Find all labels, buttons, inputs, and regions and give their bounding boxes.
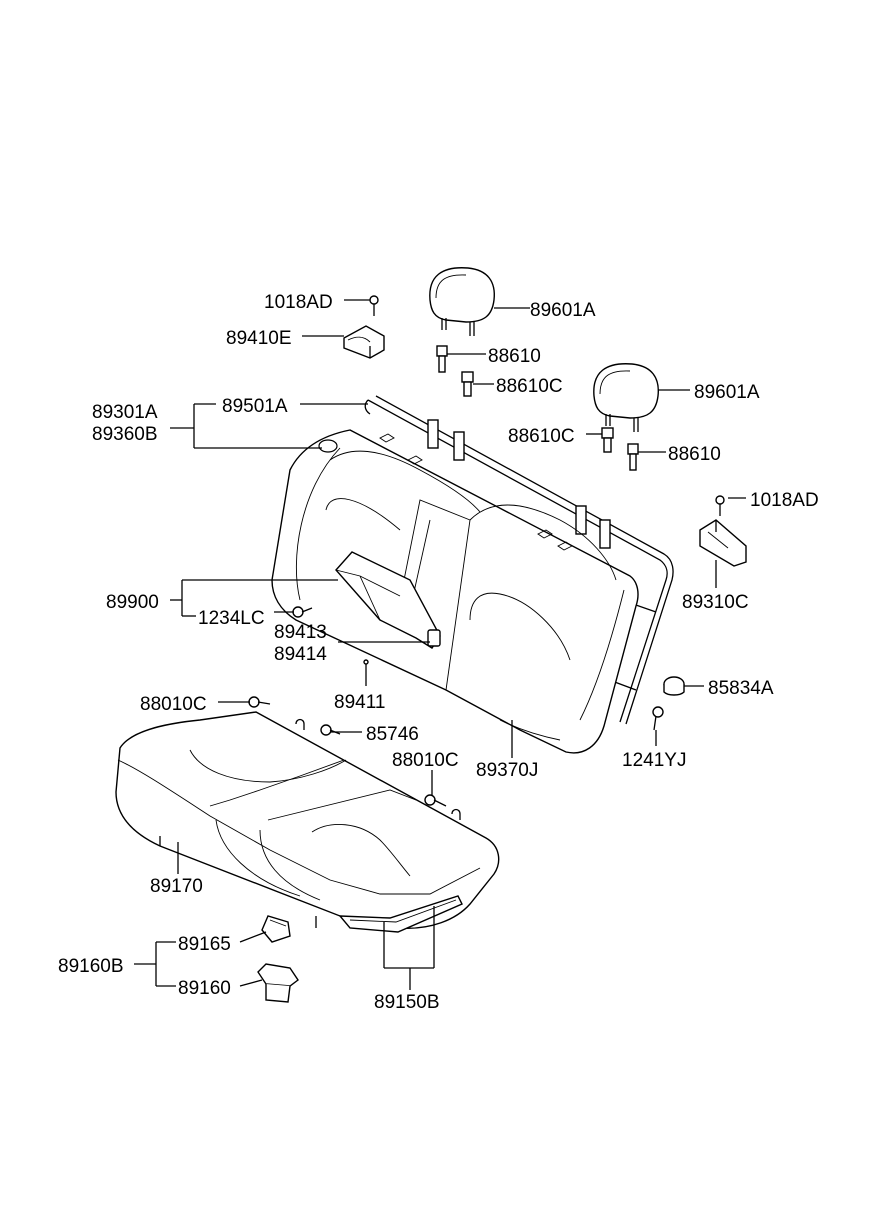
headrest-left <box>429 267 495 336</box>
part-labels: 1018AD 89410E 89601A 88610 88610C 89601A… <box>58 292 819 1013</box>
label-89160: 89160 <box>178 978 231 999</box>
bolt-1241YJ <box>652 706 664 731</box>
clip-89165 <box>261 915 291 943</box>
cap-85834A <box>663 676 685 696</box>
label-88610-mid: 88610 <box>668 444 721 465</box>
label-1018AD-top: 1018AD <box>264 292 333 313</box>
bracket-89310C <box>699 519 747 567</box>
label-89165: 89165 <box>178 934 231 955</box>
label-88610C-top: 88610C <box>496 376 563 397</box>
seat-cushion-89170 <box>115 711 500 929</box>
label-89170: 89170 <box>150 876 203 897</box>
label-1241YJ: 1241YJ <box>622 750 686 771</box>
label-85746: 85746 <box>366 724 419 745</box>
label-1018AD-right: 1018AD <box>750 490 819 511</box>
label-88010C-right: 88010C <box>392 750 459 771</box>
label-89301A: 89301A <box>92 402 158 423</box>
label-89501A: 89501A <box>222 396 288 417</box>
screw-1018AD-right <box>715 495 725 516</box>
armrest-89900 <box>335 551 441 649</box>
label-89150B: 89150B <box>374 992 440 1013</box>
bracket-89410E <box>343 325 385 359</box>
label-89310C: 89310C <box>682 592 749 613</box>
label-88010C-left: 88010C <box>140 694 207 715</box>
label-89414: 89414 <box>274 644 327 665</box>
headrest-right <box>593 363 659 432</box>
part-89411 <box>363 659 369 665</box>
guide-88610C-top <box>461 371 474 397</box>
label-89601A-right: 89601A <box>694 382 760 403</box>
label-88610C-mid: 88610C <box>508 426 575 447</box>
label-89370J: 89370J <box>476 760 538 781</box>
label-89413: 89413 <box>274 622 327 643</box>
screw-1018AD-top <box>369 295 379 316</box>
pad-89150B <box>338 895 463 933</box>
bolt-85746 <box>320 724 341 736</box>
bolt-88010C-right <box>424 794 447 807</box>
label-89411: 89411 <box>334 692 385 713</box>
label-85834A: 85834A <box>708 678 774 699</box>
label-89900: 89900 <box>106 592 159 613</box>
label-89410E: 89410E <box>226 328 292 349</box>
seatback-cushion-89370J <box>271 429 639 754</box>
guide-88610-top <box>436 345 448 373</box>
leader-lines <box>134 299 746 990</box>
guide-88610C-mid <box>601 427 614 453</box>
seatback-frame-89501A <box>364 395 674 725</box>
bolt-88010C-left <box>248 696 271 708</box>
label-1234LC: 1234LC <box>198 608 265 629</box>
guide-88610-mid <box>627 443 639 471</box>
label-88610-top: 88610 <box>488 346 541 367</box>
label-89160B: 89160B <box>58 956 124 977</box>
clip-89160 <box>257 963 299 1003</box>
label-89360B: 89360B <box>92 424 158 445</box>
label-89601A-left: 89601A <box>530 300 596 321</box>
